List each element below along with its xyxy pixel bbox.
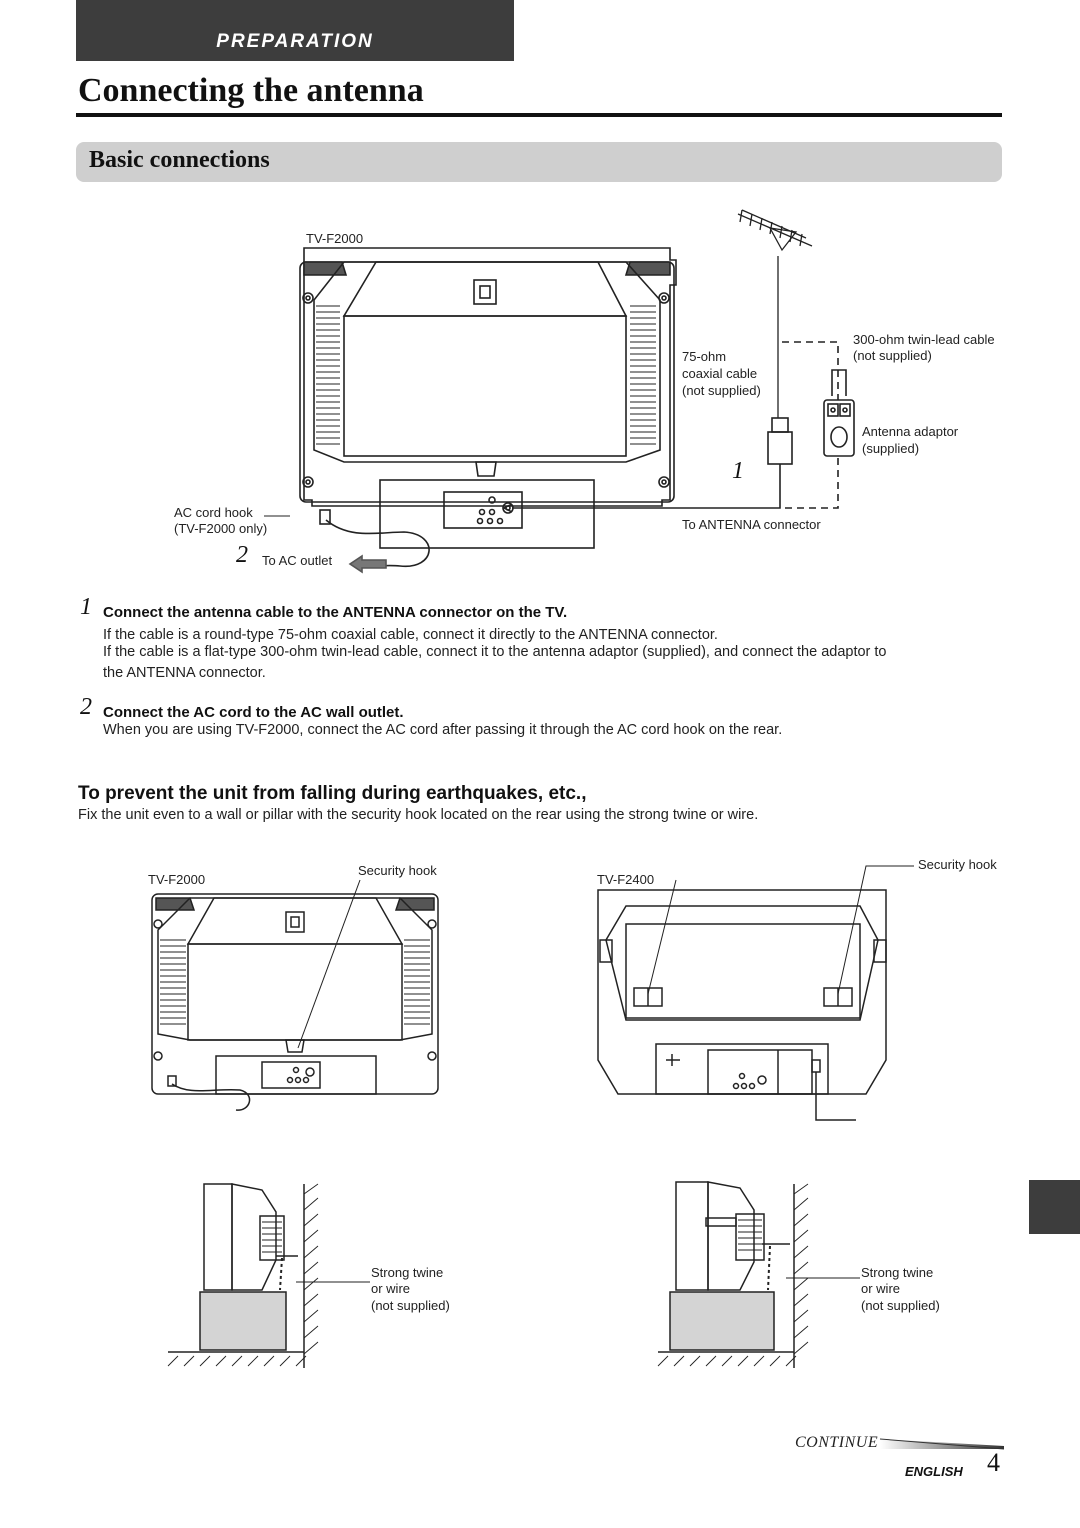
step-1-text-3: the ANTENNA connector. (103, 665, 266, 681)
twine-left-label-2: or wire (371, 1281, 411, 1296)
side-thumb-tab (1029, 1180, 1080, 1234)
earthquake-text: Fix the unit even to a wall or pillar wi… (78, 807, 759, 823)
diagram-step-2-marker: 2 (236, 542, 248, 568)
tv-rear-body (303, 247, 677, 507)
antenna-icon (737, 209, 813, 418)
twine-left-label-3: (not supplied) (371, 1298, 450, 1313)
tv-f2400-rear (597, 865, 914, 1121)
adaptor-label-1: Antenna adaptor (862, 424, 959, 439)
step-2-heading: Connect the AC cord to the AC wall outle… (103, 704, 404, 721)
earthquake-heading: To prevent the unit from falling during … (78, 783, 587, 804)
vent-right (630, 305, 656, 445)
section-tab: PREPARATION (76, 0, 514, 61)
subheading-band (76, 142, 1002, 182)
title-rule (76, 113, 1002, 117)
coax-cable-label-1: 75-ohm (682, 349, 727, 364)
continue-label: CONTINUE (795, 1434, 879, 1451)
left-model-label: TV-F2000 (148, 872, 206, 887)
antenna-connector-label: To ANTENNA connector (682, 517, 821, 532)
twine-right-label-2: or wire (861, 1281, 901, 1296)
twin-lead-label-1: 300-ohm twin-lead cable (853, 332, 995, 347)
right-model-label: TV-F2400 (597, 872, 655, 887)
twine-right-label-1: Strong twine (861, 1265, 934, 1280)
section-subheading: Basic connections (89, 147, 270, 173)
side-view-right (657, 1181, 860, 1368)
twine-left-label-1: Strong twine (371, 1265, 444, 1280)
step-1-number: 1 (80, 594, 92, 620)
adaptor-label-2: (supplied) (862, 441, 920, 456)
step-2-text-1: When you are using TV-F2000, connect the… (103, 722, 783, 738)
step-2-number: 2 (80, 694, 92, 720)
twine-right-label-3: (not supplied) (861, 1298, 940, 1313)
side-view-left (167, 1183, 370, 1368)
ac-outlet-arrow (348, 554, 387, 574)
page-number: 4 (987, 1448, 1000, 1477)
coax-cable-label-3: (not supplied) (682, 383, 761, 398)
ac-outlet-label: To AC outlet (262, 553, 333, 568)
cord-hook-label-2: (TV-F2000 only) (174, 521, 268, 536)
page-title: Connecting the antenna (78, 72, 424, 109)
tv-model-label: TV-F2000 (306, 231, 364, 246)
twin-lead-label-2: (not supplied) (853, 348, 932, 363)
tv-f2000-rear (151, 879, 439, 1111)
cord-hook-label-1: AC cord hook (174, 505, 253, 520)
antenna-adaptor-icon (823, 369, 855, 457)
coax-cable-label-2: coaxial cable (682, 366, 758, 381)
step-1-text-2: If the cable is a flat-type 300-ohm twin… (103, 644, 887, 660)
language-label: ENGLISH (905, 1464, 963, 1479)
left-security-hook-label: Security hook (358, 863, 437, 878)
right-security-hook-label: Security hook (918, 857, 997, 872)
vent-left (316, 305, 340, 445)
diagram-step-1-marker: 1 (732, 458, 744, 484)
step-1-heading: Connect the antenna cable to the ANTENNA… (103, 604, 568, 621)
step-1-text-1: If the cable is a round-type 75-ohm coax… (103, 627, 718, 643)
